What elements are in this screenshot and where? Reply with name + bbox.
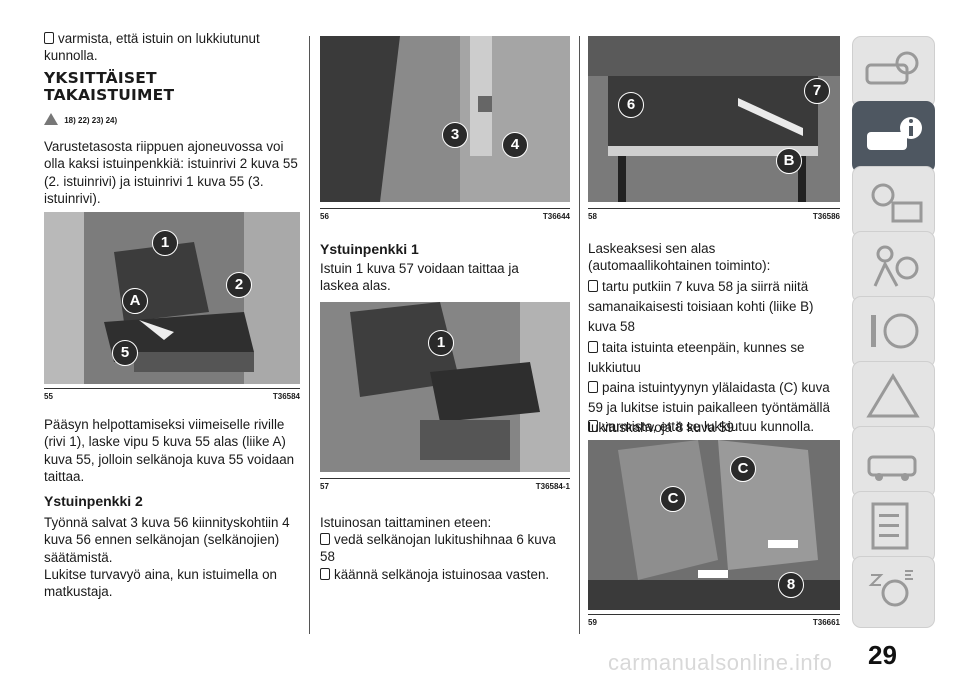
sidebar-car-info-icon[interactable] (852, 101, 935, 173)
watermark: carmanualsonline.info (608, 650, 833, 675)
callout-1: 1 (152, 230, 178, 256)
figure-57: 1 (320, 302, 570, 472)
callout-1: 1 (428, 330, 454, 356)
callout-C: C (730, 456, 756, 482)
figure-55: 1 2 A 5 (44, 212, 300, 384)
callout-5: 5 (112, 340, 138, 366)
sidebar-road-warning-icon[interactable] (852, 361, 935, 433)
figure-number: 55 (44, 392, 53, 401)
fold-forward-title: Istuinosan taittaminen eteen: (320, 515, 492, 530)
car-info-icon (867, 117, 922, 150)
bullet-top: varmista, että istuin on lukkiutunut kun… (44, 30, 300, 65)
seat-image-55 (44, 212, 300, 384)
figure-59: C C 8 (588, 440, 840, 610)
callout-7: 7 (804, 78, 830, 104)
seat-image-58 (588, 36, 840, 202)
alphabet-index-icon (868, 570, 913, 607)
figure-57-caption: 57 T36584-1 (320, 478, 570, 491)
lower-title: Laskeaksesi sen alas (automaallikohtaine… (588, 241, 771, 274)
figure-number: 59 (588, 618, 597, 627)
callout-8: 8 (778, 572, 804, 598)
figure-code: T36644 (542, 212, 570, 221)
figure-58: 6 7 B (588, 36, 840, 202)
intro-text: Varustetasosta riippuen ajoneuvossa voi … (44, 139, 298, 207)
figure-number: 58 (588, 212, 597, 221)
callout-A: A (122, 288, 148, 314)
divider-2 (579, 36, 580, 634)
figure-code: T36661 (812, 618, 840, 627)
lock-text: Lukitse turvavyö aina, kun istuimella on… (44, 567, 277, 600)
callout-4: 4 (502, 132, 528, 158)
document-list-icon (871, 502, 909, 550)
section-heading: YKSITTÄISET TAKAISTUIMET (44, 69, 175, 104)
figure-56: 3 4 (320, 36, 570, 202)
bullet-pull-strap: vedä selkänojan lukitushihnaa 6 kuva 58 (320, 531, 560, 566)
figure-59-caption: 59 T36661 (588, 614, 840, 627)
sidebar-steering-wrench-icon[interactable] (852, 296, 935, 368)
warning-triangle-icon (44, 113, 58, 125)
figure-code: T36586 (812, 212, 840, 221)
sidebar-airbag-person-icon[interactable] (852, 231, 935, 303)
bullet-fold-seat: taita istuinta eteenpäin, kunnes se lukk… (588, 338, 828, 378)
fold-text: Istuin 1 kuva 57 voidaan taittaa ja lask… (320, 261, 519, 294)
sidebar-car-service-icon[interactable] (852, 426, 935, 498)
figure-code: T36584 (272, 392, 300, 401)
figure-number: 56 (320, 212, 329, 221)
subheading-seat-1: Ystuinpenkki 1 (320, 241, 419, 257)
warning-row: 18) 22) 23) 24) (44, 113, 117, 125)
figure-55-caption: 55 T36584 (44, 388, 300, 401)
seat-image-56 (320, 36, 570, 202)
steering-wrench-icon (871, 313, 919, 349)
warning-refs: 18) 22) 23) 24) (64, 116, 118, 125)
sidebar-document-list-icon[interactable] (852, 491, 935, 563)
bullet-turn-backrest: käännä selkänoja istuinosaa vasten. (320, 566, 570, 583)
push-text: Työnnä salvat 3 kuva 56 kiinnityskohtiin… (44, 515, 290, 565)
figure-58-caption: 58 T36586 (588, 208, 840, 221)
access-text: Pääsyn helpottamiseksi viimeiselle rivil… (44, 417, 295, 485)
bullet-check-lock: varmista, että se lukkiutuu kunnolla. (588, 418, 840, 435)
airbag-person-icon (873, 245, 919, 287)
figure-56-caption: 56 T36644 (320, 208, 570, 221)
divider-1 (309, 36, 310, 634)
bullet-grab-tubes: tartu putkiin 7 kuva 58 ja siirrä niitä … (588, 277, 840, 337)
page-number: 29 (868, 640, 897, 670)
car-service-icon (867, 455, 917, 481)
callout-2: 2 (226, 272, 252, 298)
car-search-icon (865, 51, 919, 85)
figure-number: 57 (320, 482, 329, 491)
sidebar-alphabet-index-icon[interactable] (852, 556, 935, 628)
subheading-seat-2: Ystuinpenkki 2 (44, 493, 143, 509)
lights-message-icon (871, 183, 923, 223)
figure-code: T36584-1 (535, 482, 570, 491)
seat-image-57 (320, 302, 570, 472)
callout-B: B (776, 148, 802, 174)
callout-3: 3 (442, 122, 468, 148)
sidebar-car-search-icon[interactable] (852, 36, 935, 108)
callout-C: C (660, 486, 686, 512)
road-warning-icon (866, 373, 920, 418)
callout-6: 6 (618, 92, 644, 118)
sidebar-lights-message-icon[interactable] (852, 166, 935, 238)
